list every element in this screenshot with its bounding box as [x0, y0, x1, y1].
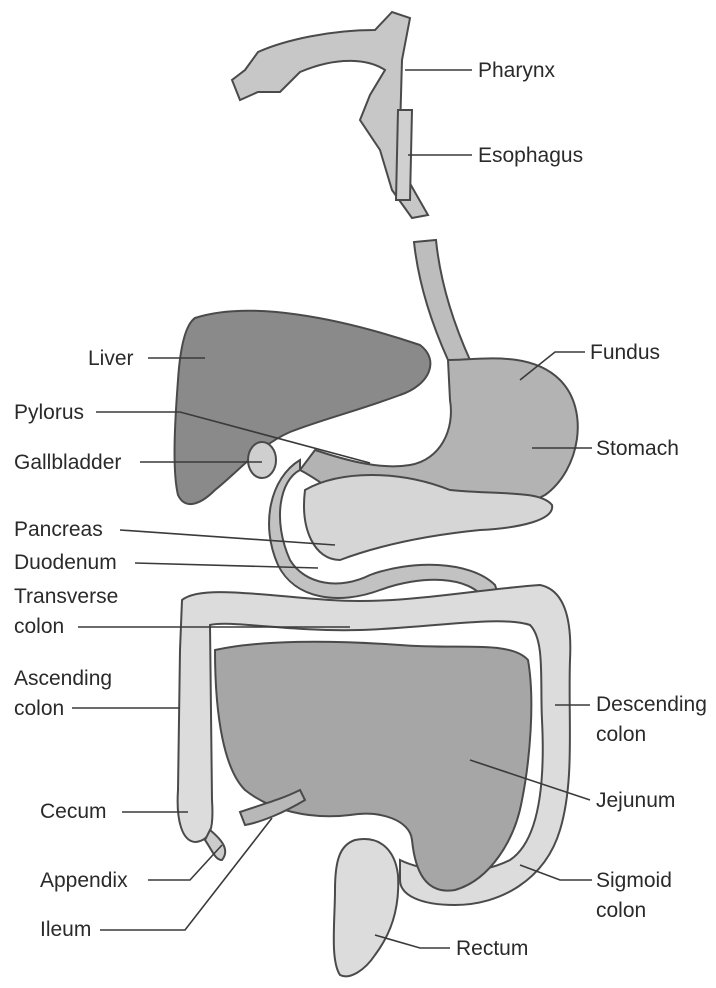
- gallbladder-shape: [248, 442, 276, 478]
- label-jejunum: Jejunum: [596, 786, 675, 816]
- label-descending-colon: Descending colon: [596, 690, 707, 750]
- appendix-shape: [205, 830, 225, 860]
- label-ascending-colon-line2: colon: [14, 694, 112, 724]
- label-gallbladder: Gallbladder: [14, 448, 121, 478]
- label-transverse-colon: Transverse colon: [14, 582, 118, 642]
- label-stomach: Stomach: [596, 434, 679, 464]
- label-sigmoid-colon-line1: Sigmoid: [596, 866, 672, 896]
- label-esophagus: Esophagus: [478, 141, 583, 171]
- label-transverse-colon-line2: colon: [14, 612, 118, 642]
- label-descending-colon-line1: Descending: [596, 690, 707, 720]
- label-ascending-colon: Ascending colon: [14, 664, 112, 724]
- label-fundus: Fundus: [590, 338, 660, 368]
- label-transverse-colon-line1: Transverse: [14, 582, 118, 612]
- label-appendix: Appendix: [40, 866, 128, 896]
- label-cecum: Cecum: [40, 797, 107, 827]
- label-sigmoid-colon-line2: colon: [596, 896, 672, 926]
- rectum-shape: [334, 839, 399, 976]
- label-descending-colon-line2: colon: [596, 720, 707, 750]
- label-liver: Liver: [88, 344, 134, 374]
- label-sigmoid-colon: Sigmoid colon: [596, 866, 672, 926]
- label-ascending-colon-line1: Ascending: [14, 664, 112, 694]
- label-duodenum: Duodenum: [14, 548, 117, 578]
- label-pharynx: Pharynx: [478, 56, 555, 86]
- label-pylorus: Pylorus: [14, 398, 84, 428]
- label-ileum: Ileum: [40, 915, 91, 945]
- esophagus-lower: [414, 240, 470, 360]
- label-pancreas: Pancreas: [14, 515, 103, 545]
- label-rectum: Rectum: [456, 934, 528, 964]
